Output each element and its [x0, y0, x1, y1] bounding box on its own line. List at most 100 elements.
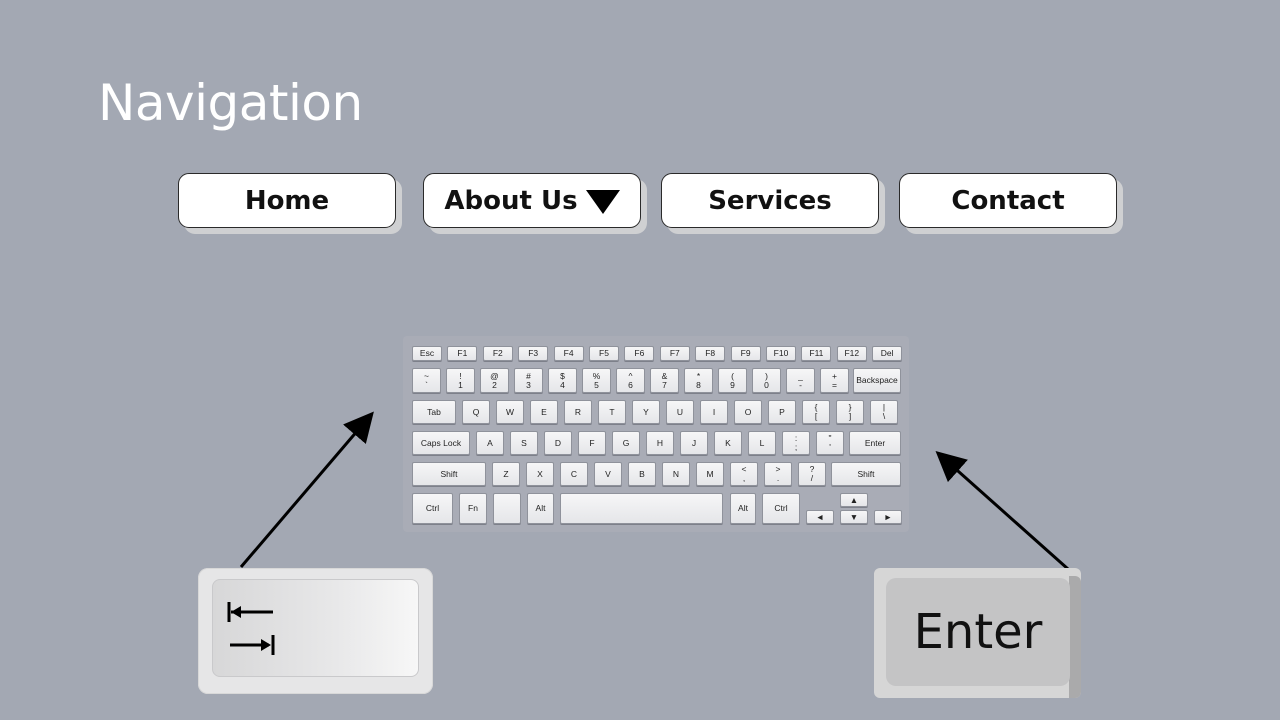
key-number: += [820, 368, 849, 393]
key-legend-bottom: \ [882, 411, 886, 421]
key-legend-bottom: [ [814, 411, 818, 421]
key-space [560, 493, 723, 524]
key-number: @2 [480, 368, 509, 393]
key-letter: A [476, 431, 504, 455]
key-legend-bottom: - [799, 379, 802, 390]
tab-arrows-icon [227, 602, 275, 655]
key-fn-row: F10 [766, 346, 796, 361]
nav-contact-button[interactable]: Contact [899, 173, 1117, 228]
key-fn-row: F9 [730, 346, 761, 361]
key-legend-bottom: . [776, 473, 780, 483]
key-shift-left: Shift [412, 462, 486, 486]
nav-home-label: Home [244, 185, 330, 216]
key-legend-bottom: , [742, 473, 746, 483]
nav-services-label: Services [708, 185, 832, 216]
key-fn-row: F2 [482, 346, 513, 361]
key-blank [493, 493, 521, 524]
key-legend-top: : [794, 433, 798, 444]
key-legend-top: < [741, 464, 747, 475]
key-letter: S [510, 431, 538, 455]
key-letter: G [612, 431, 640, 455]
key-number: (9 [718, 368, 747, 393]
key-symbol: {[ [802, 400, 830, 424]
key-ctrl-right: Ctrl [762, 493, 800, 524]
key-legend-top: ! [459, 370, 462, 381]
key-legend-bottom: 5 [594, 379, 599, 390]
key-legend-bottom: 1 [458, 379, 463, 390]
key-fn-row: F8 [695, 346, 726, 361]
key-arrow-left: ◄ [806, 510, 834, 524]
key-legend-top: $ [560, 370, 565, 381]
key-letter: B [628, 462, 656, 486]
key-legend-bottom: / [810, 473, 814, 483]
tab-key [198, 568, 433, 694]
key-legend-top: ^ [628, 370, 633, 381]
key-legend-top: # [526, 370, 531, 381]
key-letter: C [560, 462, 588, 486]
key-number: %5 [582, 368, 611, 393]
tab-key-cap [212, 579, 419, 677]
key-letter: M [696, 462, 724, 486]
key-fn-row: F4 [553, 346, 584, 361]
key-legend-top: ) [765, 370, 768, 381]
key-letter: I [700, 400, 728, 424]
key-letter: Z [492, 462, 520, 486]
key-legend-top: ( [731, 370, 734, 381]
key-letter: P [768, 400, 796, 424]
nav-home-button[interactable]: Home [178, 173, 396, 228]
key-letter: H [646, 431, 674, 455]
enter-key-cap: Enter [886, 578, 1070, 686]
key-letter: Q [462, 400, 490, 424]
key-letter: X [526, 462, 554, 486]
key-legend-top: > [775, 464, 781, 475]
key-legend-top: } [848, 402, 852, 413]
key-letter: Y [632, 400, 660, 424]
key-legend-top: { [814, 402, 818, 413]
key-letter: V [594, 462, 622, 486]
nav-about-us-button[interactable]: About Us [423, 173, 641, 228]
key-arrow-down: ▼ [840, 510, 868, 524]
key-number: $4 [548, 368, 577, 393]
key-legend-bottom: 3 [526, 379, 531, 390]
key-legend-top: % [592, 370, 601, 381]
enter-key-edge [1069, 576, 1081, 698]
key-fn-row: F3 [518, 346, 549, 361]
key-arrow-up: ▲ [840, 493, 868, 507]
key-symbol: "' [816, 431, 844, 455]
nav-services-button[interactable]: Services [661, 173, 879, 228]
key-arrow-right: ► [874, 510, 902, 524]
key-letter: N [662, 462, 690, 486]
key-legend-bottom: 8 [696, 379, 701, 390]
key-fn-row: F6 [624, 346, 655, 361]
key-legend-top: * [696, 370, 701, 381]
key-legend-bottom: 9 [730, 379, 735, 390]
key-enter: Enter [849, 431, 901, 455]
slide-title: Navigation [98, 74, 363, 132]
key-letter: R [564, 400, 592, 424]
key-letter: L [748, 431, 776, 455]
key-legend-bottom: 2 [492, 379, 497, 390]
key-letter: F [578, 431, 606, 455]
key-legend-bottom: 6 [628, 379, 633, 390]
key-fn-row: Del [872, 346, 903, 361]
key-shift-right: Shift [831, 462, 901, 486]
key-symbol: >. [764, 462, 792, 486]
enter-key-label: Enter [913, 604, 1043, 660]
key-symbol: |\ [870, 400, 898, 424]
key-symbol: <, [730, 462, 758, 486]
key-fn-row: F7 [659, 346, 690, 361]
key-fn-row: F5 [589, 346, 619, 361]
key-legend-top: ~ [424, 370, 429, 381]
key-letter: K [714, 431, 742, 455]
key-number: ~` [412, 368, 441, 393]
arrow-enter-to-keyboard [935, 451, 1069, 571]
key-caps-lock: Caps Lock [412, 431, 470, 455]
key-letter: D [544, 431, 572, 455]
arrow-tab-to-keyboard [239, 411, 374, 568]
key-legend-bottom: 4 [560, 379, 565, 390]
key-alt-left: Alt [527, 493, 554, 524]
key-symbol: ?/ [798, 462, 826, 486]
key-legend-bottom: 0 [764, 379, 769, 390]
key-legend-bottom: 7 [662, 379, 667, 390]
